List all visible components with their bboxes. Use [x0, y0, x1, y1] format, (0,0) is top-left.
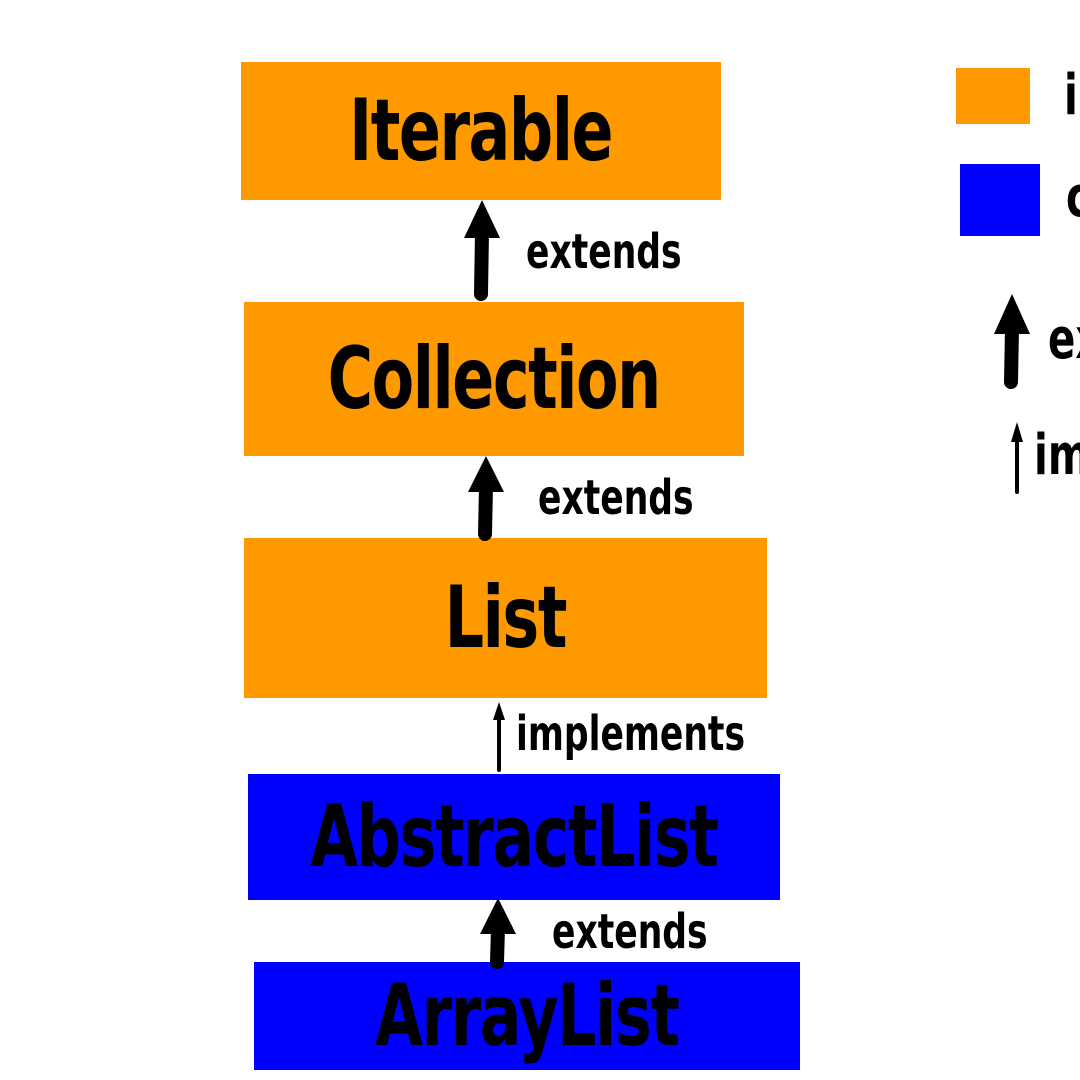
node-iterable: Iterable — [241, 62, 721, 200]
node-abstract-list-label: AbstractList — [310, 787, 719, 887]
legend-interface-label: i — [1064, 63, 1078, 128]
legend-extends-label: ex — [1048, 307, 1080, 372]
edge-label-abstractlist-implements: implements — [516, 706, 746, 762]
legend-class-swatch — [960, 164, 1040, 236]
node-collection: Collection — [244, 302, 744, 456]
edge-label-collection-extends: extends — [526, 224, 682, 280]
node-list: List — [244, 538, 767, 698]
legend-extends-arrow-icon — [994, 294, 1030, 389]
edge-label-list-extends: extends — [538, 470, 694, 526]
legend-implements-arrow-icon — [1011, 422, 1023, 494]
node-iterable-label: Iterable — [349, 81, 614, 181]
node-list-label: List — [444, 568, 568, 668]
node-array-list: ArrayList — [254, 962, 800, 1070]
node-collection-label: Collection — [327, 329, 662, 429]
implements-arrow-icon — [493, 702, 505, 772]
extends-arrow-icon — [480, 898, 516, 969]
legend-class-label: c — [1066, 170, 1080, 226]
extends-arrow-icon — [464, 200, 500, 301]
legend-implements-label: im — [1034, 423, 1080, 488]
extends-arrow-icon — [468, 456, 504, 541]
edge-label-arraylist-extends: extends — [552, 904, 708, 960]
node-abstract-list: AbstractList — [248, 774, 780, 900]
node-array-list-label: ArrayList — [375, 966, 680, 1066]
legend-interface-swatch — [956, 68, 1030, 124]
